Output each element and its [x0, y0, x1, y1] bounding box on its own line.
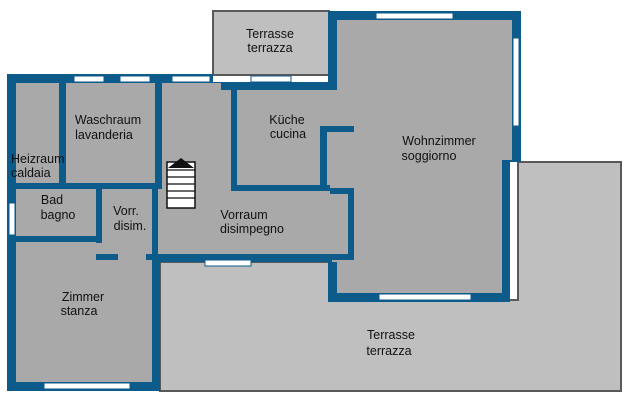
window-wohnzimmer-right: [512, 37, 520, 127]
room-label-kueche: Küche cucina: [269, 113, 306, 141]
room-name-de: Terrasse: [367, 328, 415, 342]
terrace-top-area: [212, 10, 330, 76]
room-label-vorraum: Vorraum disimpegno: [220, 208, 284, 236]
room-label-vorr-small: Vorr. disim.: [113, 204, 146, 233]
room-name-de: Vorraum: [220, 208, 267, 222]
window-hall-top: [171, 75, 211, 83]
room-name-it: disimpegno: [220, 222, 284, 236]
room-name-it: soggiorno: [402, 149, 457, 163]
window-kueche-top: [250, 75, 292, 83]
windows: [8, 12, 520, 390]
room-name-it: terrazza: [247, 41, 292, 55]
room-name-de: Heizraum: [11, 152, 65, 166]
window-wohnzimmer-bottom: [378, 293, 472, 301]
window-waschraum-1: [73, 75, 105, 83]
window-bad: [8, 202, 16, 236]
stairs-icon: [166, 158, 196, 209]
window-hall-bottom: [204, 259, 252, 267]
room-name-de: Bad: [41, 193, 63, 207]
room-label-waschraum: Waschraum lavanderia: [75, 113, 141, 142]
window-zimmer-bottom: [43, 382, 131, 390]
window-wohnzimmer-top: [375, 12, 454, 20]
room-label-zimmer: Zimmer stanza: [61, 290, 105, 318]
room-name-de: Wohnzimmer: [402, 134, 475, 148]
room-name-it: cucina: [270, 127, 306, 141]
room-name-it: caldaia: [11, 166, 51, 180]
building-walls: [7, 11, 521, 391]
room-name-de: Terrasse: [246, 27, 294, 41]
interior-walls: [16, 83, 354, 262]
room-label-bad: Bad bagno: [41, 193, 76, 222]
room-name-it: bagno: [41, 208, 76, 222]
room-label-terrasse-top: Terrasse terrazza: [246, 27, 294, 55]
room-name-it: lavanderia: [75, 128, 133, 142]
room-label-heizraum: Heizraum caldaia: [11, 152, 65, 180]
window-waschraum-2: [119, 75, 151, 83]
room-name-de: Vorr.: [113, 204, 139, 218]
room-name-it: stanza: [61, 304, 98, 318]
room-label-wohnzimmer: Wohnzimmer soggiorno: [402, 134, 476, 163]
room-label-terrasse-big: Terrasse terrazza: [366, 328, 415, 358]
room-name-de: Küche: [269, 113, 304, 127]
room-name-it: terrazza: [366, 344, 411, 358]
room-name-de: Waschraum: [75, 113, 141, 127]
room-name-it: disim.: [114, 219, 147, 233]
room-name-de: Zimmer: [62, 290, 104, 304]
